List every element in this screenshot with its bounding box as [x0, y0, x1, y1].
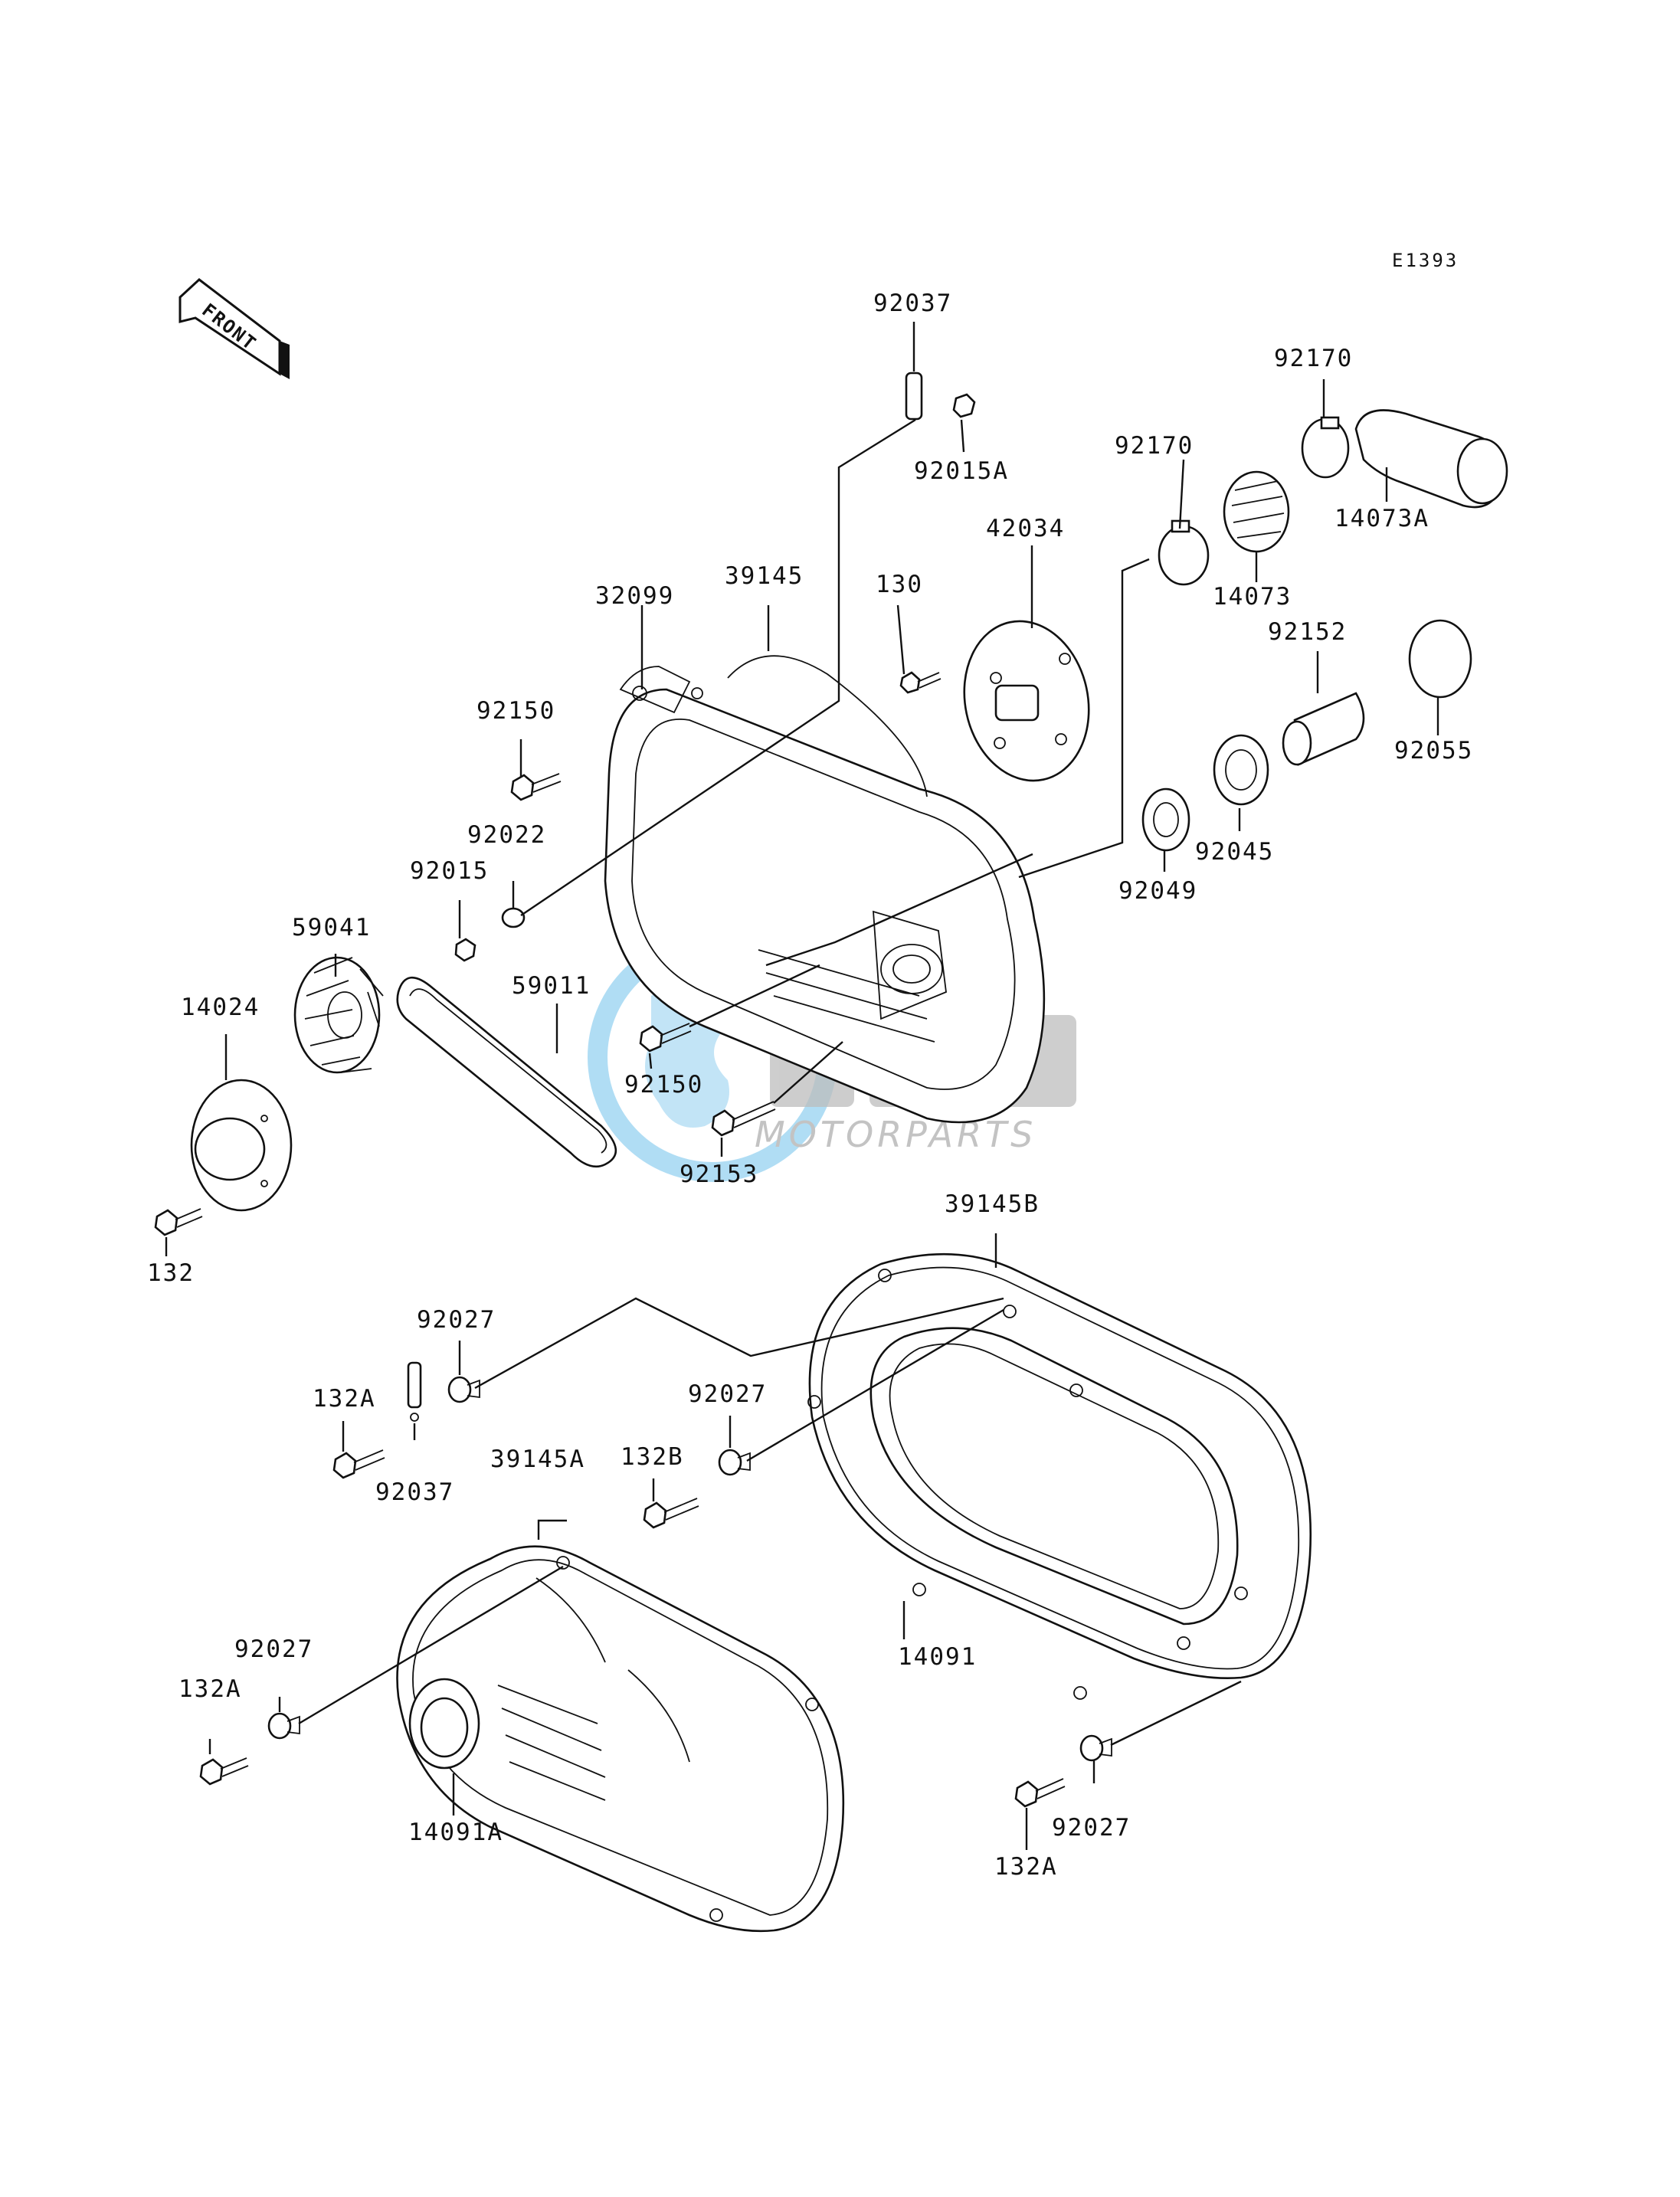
label-132A-c: 132A [994, 1853, 1058, 1881]
label-132: 132 [147, 1259, 195, 1287]
fan-59041 [293, 956, 384, 1074]
label-42034: 42034 [986, 515, 1065, 542]
leader-lines [165, 322, 1439, 1850]
bolt-132B [643, 1498, 699, 1529]
oring-92055 [1408, 619, 1472, 699]
label-92049: 92049 [1118, 877, 1197, 905]
washer-92027-c [267, 1712, 300, 1740]
label-39145A: 39145A [490, 1446, 585, 1473]
label-92153: 92153 [680, 1161, 758, 1188]
washer-92022 [501, 907, 526, 928]
clamp-92170-a [1158, 519, 1210, 586]
cover-14091A [396, 1545, 845, 1933]
label-92150-b: 92150 [624, 1071, 703, 1098]
label-92015: 92015 [410, 857, 489, 885]
label-92045: 92045 [1195, 838, 1274, 866]
label-92170-a: 92170 [1115, 432, 1194, 460]
bolt-132 [154, 1208, 203, 1236]
clip-92037-b [407, 1361, 422, 1422]
label-132B: 132B [621, 1443, 684, 1471]
label-14073A: 14073A [1335, 505, 1429, 532]
washer-92027-a [447, 1376, 480, 1403]
label-132A-b: 132A [178, 1675, 242, 1703]
cover-14091 [807, 1252, 1312, 1700]
label-92170-b: 92170 [1274, 345, 1353, 372]
label-92015A: 92015A [914, 457, 1009, 485]
label-39145B: 39145B [945, 1190, 1040, 1218]
clamp-92170-b [1301, 416, 1350, 479]
label-14091A: 14091A [408, 1819, 503, 1846]
label-92022: 92022 [467, 821, 546, 849]
label-92027-b: 92027 [688, 1380, 767, 1408]
label-14024: 14024 [181, 994, 260, 1021]
cap-14024 [190, 1079, 293, 1212]
bolt-132A-b [199, 1757, 249, 1786]
bolt-132A-c [1014, 1778, 1066, 1808]
label-32099: 32099 [595, 582, 674, 610]
diagram-code: E1393 [1392, 250, 1459, 271]
label-14091: 14091 [898, 1643, 977, 1671]
label-92027-d: 92027 [1052, 1814, 1131, 1842]
bearing-92045 [1213, 734, 1269, 806]
part-labels: 92037 92015A 92170 92170 14073A 14073 42… [147, 290, 1473, 1881]
label-92037-top: 92037 [873, 290, 952, 317]
label-59041: 59041 [292, 914, 371, 941]
label-132A-a: 132A [313, 1385, 376, 1413]
watermark-tagline: MOTORPARTS [755, 1114, 1036, 1155]
nut-92015A [952, 393, 976, 418]
label-14073: 14073 [1213, 583, 1292, 611]
spacer-92152 [1282, 692, 1365, 766]
plate-42034 [963, 620, 1090, 782]
gasket-39145 [727, 655, 928, 797]
label-92027-a: 92027 [417, 1306, 496, 1334]
bolt-92150-b [639, 1023, 692, 1053]
duct-14073A [1354, 409, 1508, 509]
label-92150-a: 92150 [476, 697, 555, 725]
label-59011: 59011 [512, 972, 591, 1000]
bolt-92153 [711, 1101, 776, 1137]
bolt-130 [899, 671, 942, 694]
label-130: 130 [876, 571, 923, 598]
bolt-92150-a [510, 773, 562, 801]
nut-92015 [454, 938, 476, 962]
sleeve-14073 [1223, 470, 1290, 553]
label-39145: 39145 [725, 562, 804, 590]
label-92037-b: 92037 [375, 1478, 454, 1506]
label-92152: 92152 [1268, 618, 1347, 646]
bolt-132A-a [332, 1449, 385, 1479]
label-92055: 92055 [1394, 737, 1473, 765]
washer-92027-b [718, 1449, 751, 1476]
front-indicator: FRONT [178, 278, 290, 379]
seal-92049 [1141, 787, 1190, 852]
washer-92027-d [1079, 1734, 1112, 1762]
belt-59011 [396, 976, 617, 1168]
clip-92037-top [905, 372, 923, 421]
label-92027-c: 92027 [234, 1635, 313, 1663]
